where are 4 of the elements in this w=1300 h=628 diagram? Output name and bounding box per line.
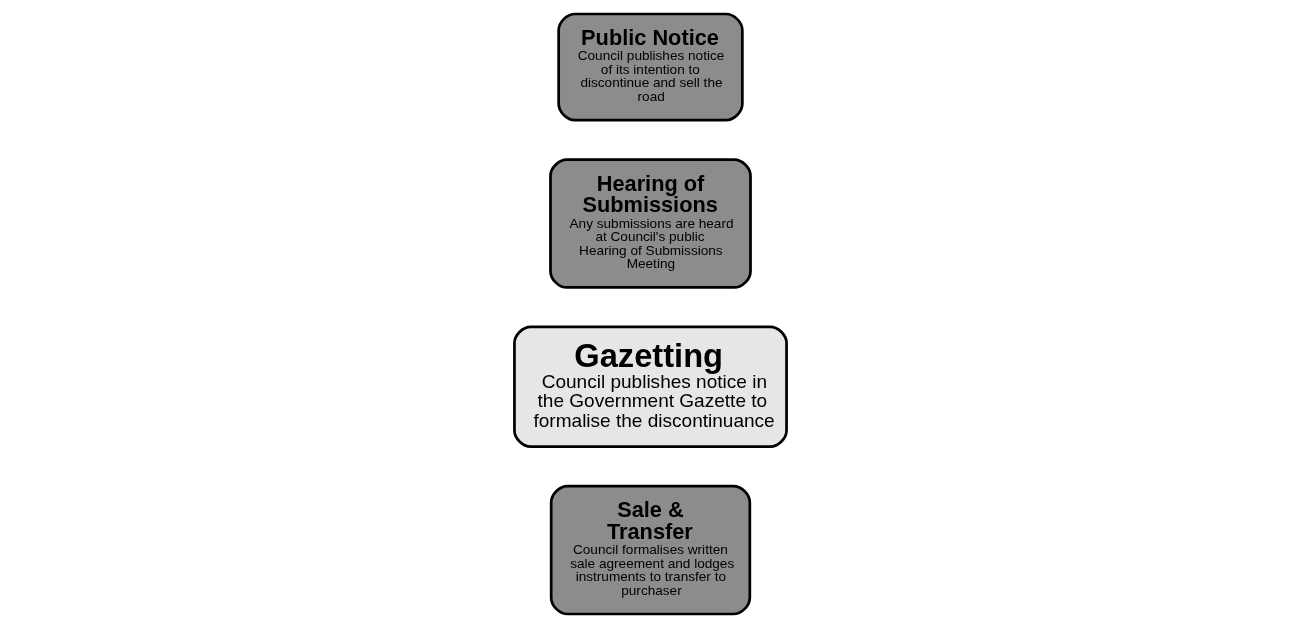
- node-box: Sale & Transfer Council formalises written sale agreement and lodges instruments to transfer to purchaser: [549, 484, 751, 616]
- node-box: Public Notice Council publishes notice of its intention to discontinue and sell the road: [556, 12, 744, 122]
- node-box: Hearing of Submissions Any submissions are heard at Council's public Hearing of Submissions Meeting: [548, 158, 752, 289]
- node-box: Gazetting Council publishes notice in the Government Gazette to formalise the discontinuance: [512, 325, 788, 449]
